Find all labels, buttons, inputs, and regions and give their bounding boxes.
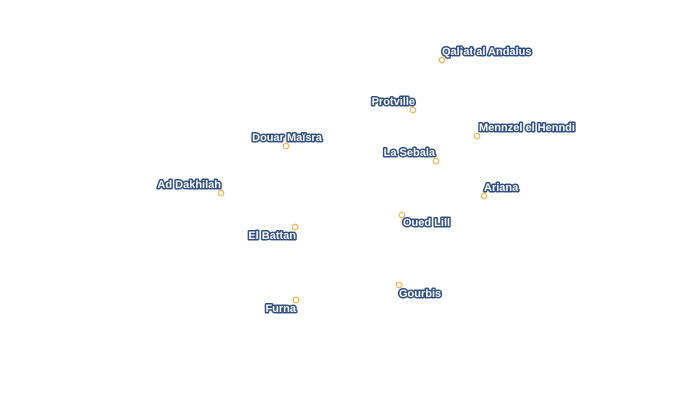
circle-marker[interactable]: [409, 106, 417, 114]
place-qal-at-al-andalus[interactable]: Qal`at al Andalus: [438, 45, 533, 64]
place-label: Oued Lill: [403, 217, 450, 229]
place-protville[interactable]: Protville: [370, 95, 417, 114]
circle-marker[interactable]: [438, 56, 446, 64]
place-mennzel-el-henndi[interactable]: Mennzel el Henndi: [473, 121, 576, 140]
place-label: Ariana: [484, 182, 519, 194]
circle-marker[interactable]: [480, 192, 488, 200]
place-gourbis[interactable]: Gourbis: [395, 281, 443, 302]
place-label: La Sebala: [384, 147, 436, 159]
place-label: Gourbis: [399, 288, 441, 300]
place-el-battan[interactable]: El Battan: [247, 223, 299, 244]
place-oued-lill[interactable]: Oued Lill: [398, 211, 452, 231]
place-douar-ma-sra[interactable]: Douar Maïsra: [251, 131, 324, 150]
place-ad-dakhilah[interactable]: Ad Dakhilah: [156, 178, 225, 197]
place-la-sebala[interactable]: La Sebala: [382, 146, 440, 165]
place-label: El Battan: [248, 230, 296, 242]
place-label: Mennzel el Henndi: [479, 122, 575, 134]
place-label: Protville: [372, 96, 415, 108]
circle-marker[interactable]: [292, 296, 300, 304]
circle-marker[interactable]: [217, 189, 225, 197]
place-label: Furna: [265, 303, 296, 315]
circle-marker[interactable]: [432, 157, 440, 165]
circle-marker[interactable]: [282, 142, 290, 150]
circle-marker[interactable]: [291, 223, 299, 231]
place-ariana[interactable]: Ariana: [480, 181, 521, 200]
place-label: Qal`at al Andalus: [442, 46, 531, 58]
circle-marker[interactable]: [473, 132, 481, 140]
circle-marker[interactable]: [395, 281, 403, 289]
circle-marker[interactable]: [398, 211, 406, 219]
place-label: Douar Maïsra: [252, 132, 323, 144]
place-label: Ad Dakhilah: [157, 179, 221, 191]
place-furna[interactable]: Furna: [264, 296, 300, 317]
